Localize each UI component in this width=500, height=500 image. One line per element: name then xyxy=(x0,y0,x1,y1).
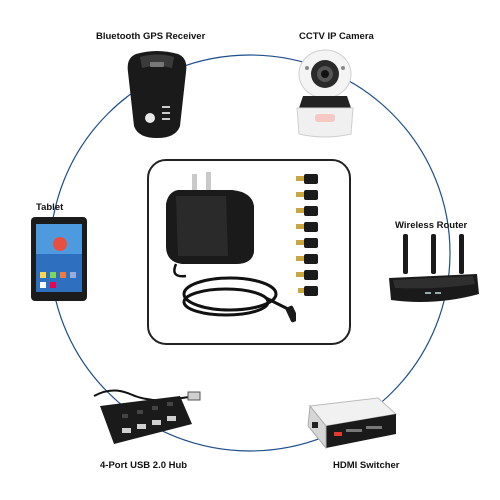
router-label: Wireless Router xyxy=(395,220,468,231)
tablet-icon xyxy=(31,217,87,301)
camera-label: CCTV IP Camera xyxy=(299,31,374,42)
connector-tips-icon xyxy=(296,174,318,296)
usb-hub-icon xyxy=(93,389,201,444)
gps-label: Bluetooth GPS Receiver xyxy=(96,31,206,42)
power-adapter-icon xyxy=(166,172,296,323)
hdmi-switcher-icon xyxy=(307,397,398,450)
router-icon xyxy=(389,234,479,302)
gps-receiver-icon xyxy=(127,51,187,138)
ip-camera-icon xyxy=(296,49,354,138)
hdmi-label: HDMI Switcher xyxy=(333,460,400,471)
tablet-label: Tablet xyxy=(36,202,64,213)
hub-label: 4-Port USB 2.0 Hub xyxy=(100,460,188,471)
